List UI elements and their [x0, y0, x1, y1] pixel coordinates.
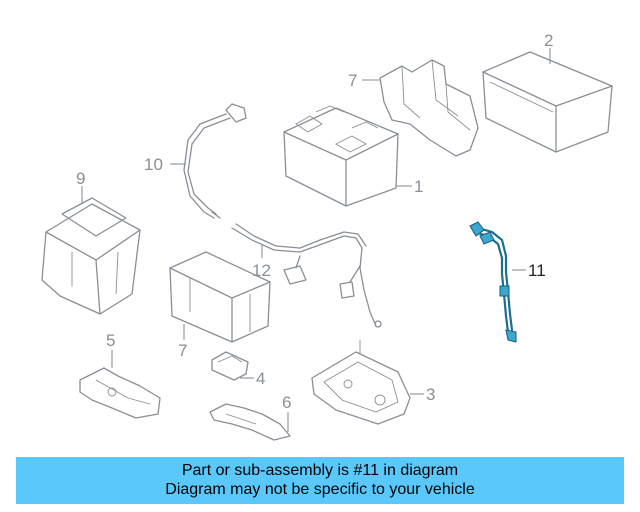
callout-1: 1: [414, 177, 423, 196]
callout-2: 2: [544, 31, 553, 50]
callout-10: 10: [144, 155, 163, 174]
part-3-tray: [311, 340, 424, 425]
callout-12: 12: [252, 261, 271, 280]
parts-diagram: 2 7 1 10 9 11 12 7 5 4 3 6: [41, 31, 613, 441]
callout-3: 3: [426, 385, 435, 404]
part-4-clip: [211, 351, 254, 381]
part-7-holder: [169, 251, 271, 343]
part-1-battery: [283, 105, 412, 207]
banner-line-1: Part or sub-assembly is #11 in diagram: [181, 462, 459, 479]
callout-6: 6: [282, 393, 291, 412]
callout-4: 4: [256, 369, 265, 388]
part-5-bracket: [79, 350, 161, 419]
callout-5: 5: [106, 331, 115, 350]
part-9-tray: [41, 186, 141, 315]
callout-11: 11: [528, 261, 546, 280]
banner-line-2: Diagram may not be specific to your vehi…: [165, 481, 475, 498]
part-11-ground-cable: [469, 221, 526, 343]
part-12-harness: [231, 223, 382, 328]
callout-7: 7: [178, 341, 187, 360]
part-2-battery-cover: [482, 48, 613, 153]
part-10-cable: [170, 103, 247, 219]
part-6-bracket: [209, 403, 291, 441]
callout-9: 9: [76, 169, 85, 188]
info-banner: Part or sub-assembly is #11 in diagram D…: [16, 457, 624, 504]
callout-8: 7: [348, 71, 357, 90]
part-8-bracket: [362, 59, 479, 157]
